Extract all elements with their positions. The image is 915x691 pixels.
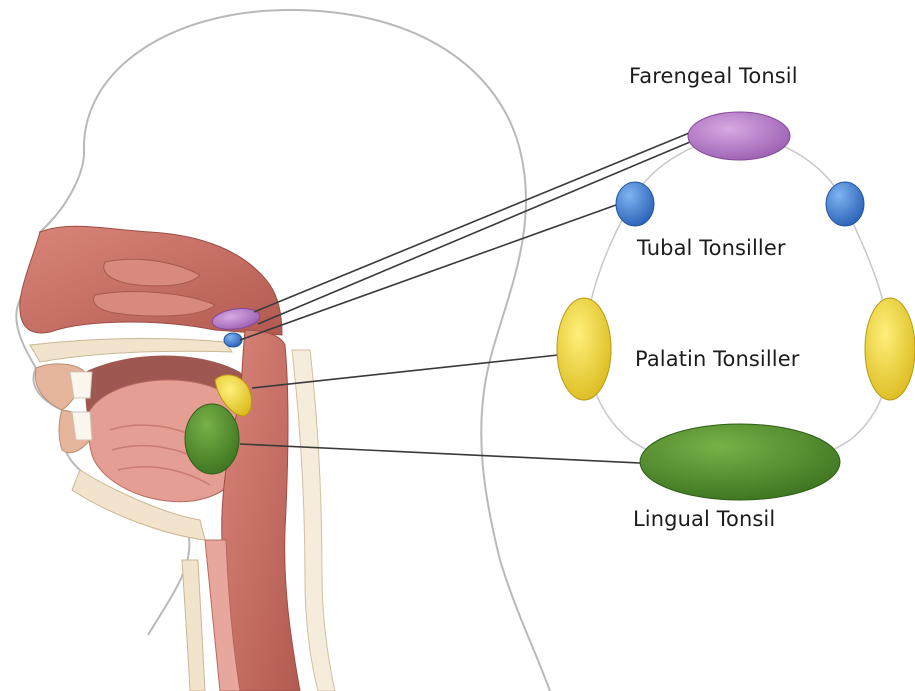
lingual-tonsil-ring (640, 424, 840, 500)
lingual-tonsil-head (185, 404, 239, 474)
upper-teeth (70, 372, 92, 398)
spine (292, 350, 335, 691)
label-tubal-tonsiller: Tubal Tonsiller (637, 236, 786, 260)
trachea (182, 560, 205, 691)
tubal-tonsil-head (224, 333, 242, 347)
pharyngeal-tonsil-ring (688, 112, 790, 160)
tubal-tonsil-ring-right (826, 182, 864, 226)
label-palatin-tonsiller: Palatin Tonsiller (635, 347, 799, 371)
lower-teeth (72, 412, 92, 440)
tubal-tonsil-ring-left (616, 182, 654, 226)
leader-line-farengeal-2 (258, 142, 690, 324)
palatine-tonsil-ring-left (557, 298, 611, 400)
label-farengeal-tonsil: Farengeal Tonsil (629, 64, 798, 88)
label-lingual-tonsil: Lingual Tonsil (633, 507, 775, 531)
palatine-tonsil-ring-right (865, 298, 915, 400)
leader-line-lingual (240, 444, 640, 463)
leader-line-tubal (240, 205, 616, 340)
